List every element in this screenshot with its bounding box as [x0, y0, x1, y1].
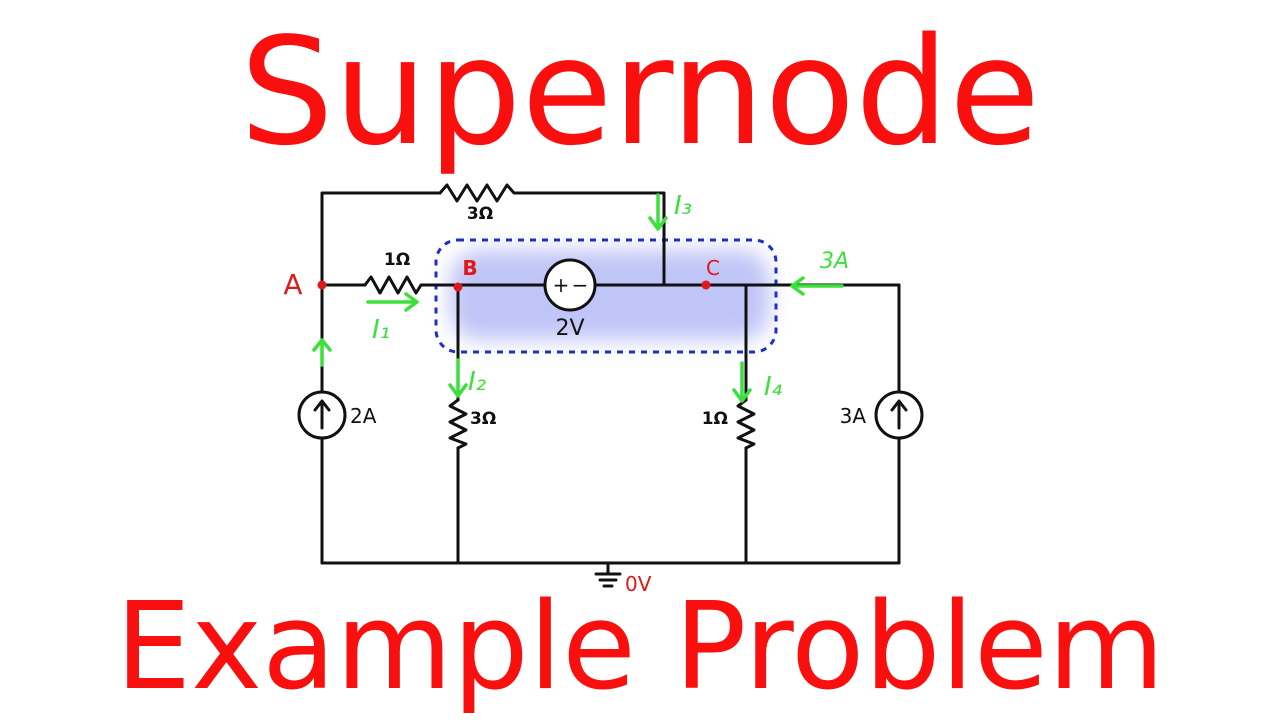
resistor-b-ground [448, 398, 468, 450]
wires [320, 191, 901, 565]
voltage-source [543, 258, 597, 312]
voltage-source-minus: − [572, 273, 589, 297]
ground-icon [594, 561, 622, 588]
node-a-label: A [283, 268, 302, 301]
current-label-i2: I₂ [468, 367, 486, 397]
resistor-ab-label: 1Ω [384, 250, 410, 270]
current-label-i3: I₃ [674, 191, 692, 221]
page-title: Supernode [239, 6, 1041, 178]
ground-label: 0V [625, 572, 652, 596]
resistor-top [438, 183, 522, 203]
current-source-right-label: 3A [840, 404, 867, 428]
supernode-boundary [434, 238, 778, 354]
voltage-source-plus: + [553, 273, 570, 297]
resistor-c-ground-label: 1Ω [702, 409, 728, 429]
current-arrow-injection [790, 276, 844, 296]
current-source-left-label: 2A [350, 404, 377, 428]
resistor-top-label: 3Ω [467, 204, 493, 224]
supernode-shading [450, 250, 770, 340]
current-arrow-i3 [648, 193, 668, 231]
arrow-up-icon [890, 399, 908, 430]
current-label-injection: 3A [820, 249, 849, 274]
node-c-label: C [706, 256, 720, 280]
voltage-source-label: 2V [555, 316, 584, 341]
current-label-i1: I₁ [372, 315, 390, 345]
current-arrow-i4 [732, 361, 752, 403]
page-subtitle: Example Problem [115, 578, 1165, 717]
current-arrow-i1 [366, 292, 419, 312]
resistor-b-ground-label: 3Ω [470, 409, 496, 429]
current-arrow-i2 [448, 358, 468, 398]
arrow-up-icon [313, 399, 331, 430]
node-b-label: B [462, 256, 477, 280]
current-arrow-left-source [312, 338, 332, 367]
resistor-c-ground [736, 398, 756, 450]
node-c-dot [701, 280, 711, 290]
node-b-dot [453, 282, 463, 292]
node-a-dot [317, 280, 327, 290]
current-label-i4: I₄ [764, 372, 783, 402]
resistor-ab [363, 275, 428, 295]
